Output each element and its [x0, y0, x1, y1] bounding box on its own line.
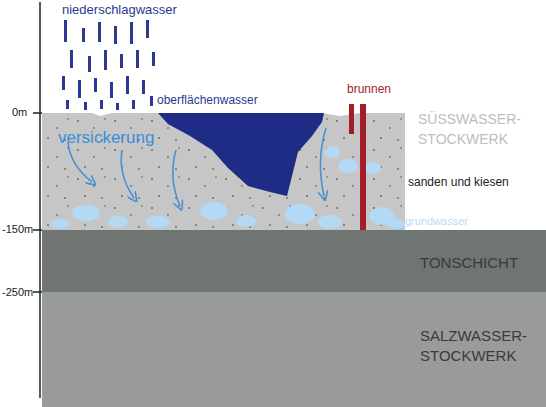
axis-tick: [33, 112, 42, 114]
groundwater-label: grundwasser: [405, 215, 468, 228]
groundwater-pockets: [51, 146, 405, 229]
depth-label: -250m: [2, 286, 33, 299]
infiltration-label: versickerung: [58, 128, 154, 148]
depth-label: 0m: [12, 106, 27, 119]
layer-name: SALZWASSER- STOCKWERK: [420, 326, 546, 366]
well-pipes: [349, 104, 366, 230]
precipitation-label: niederschlagwasser: [62, 2, 177, 18]
axis-tick: [33, 291, 42, 293]
surface-water-label: oberflächenwasser: [157, 93, 258, 107]
layer-name: TONSCHICHT: [420, 254, 546, 272]
layer-name: SÜSSWASSER- STOCKWERK: [418, 109, 546, 149]
well-label: brunnen: [347, 82, 391, 96]
saltwater-aquifer-band: SALZWASSER- STOCKWERK: [42, 292, 546, 407]
layer-material: sanden und kiesen: [408, 175, 546, 189]
lake: [158, 113, 324, 196]
depth-label: -150m: [2, 223, 33, 236]
depth-axis: [39, 2, 41, 398]
clay-layer-band: TONSCHICHT: [42, 230, 546, 292]
axis-tick: [33, 229, 42, 231]
rain-drops: [62, 20, 155, 110]
